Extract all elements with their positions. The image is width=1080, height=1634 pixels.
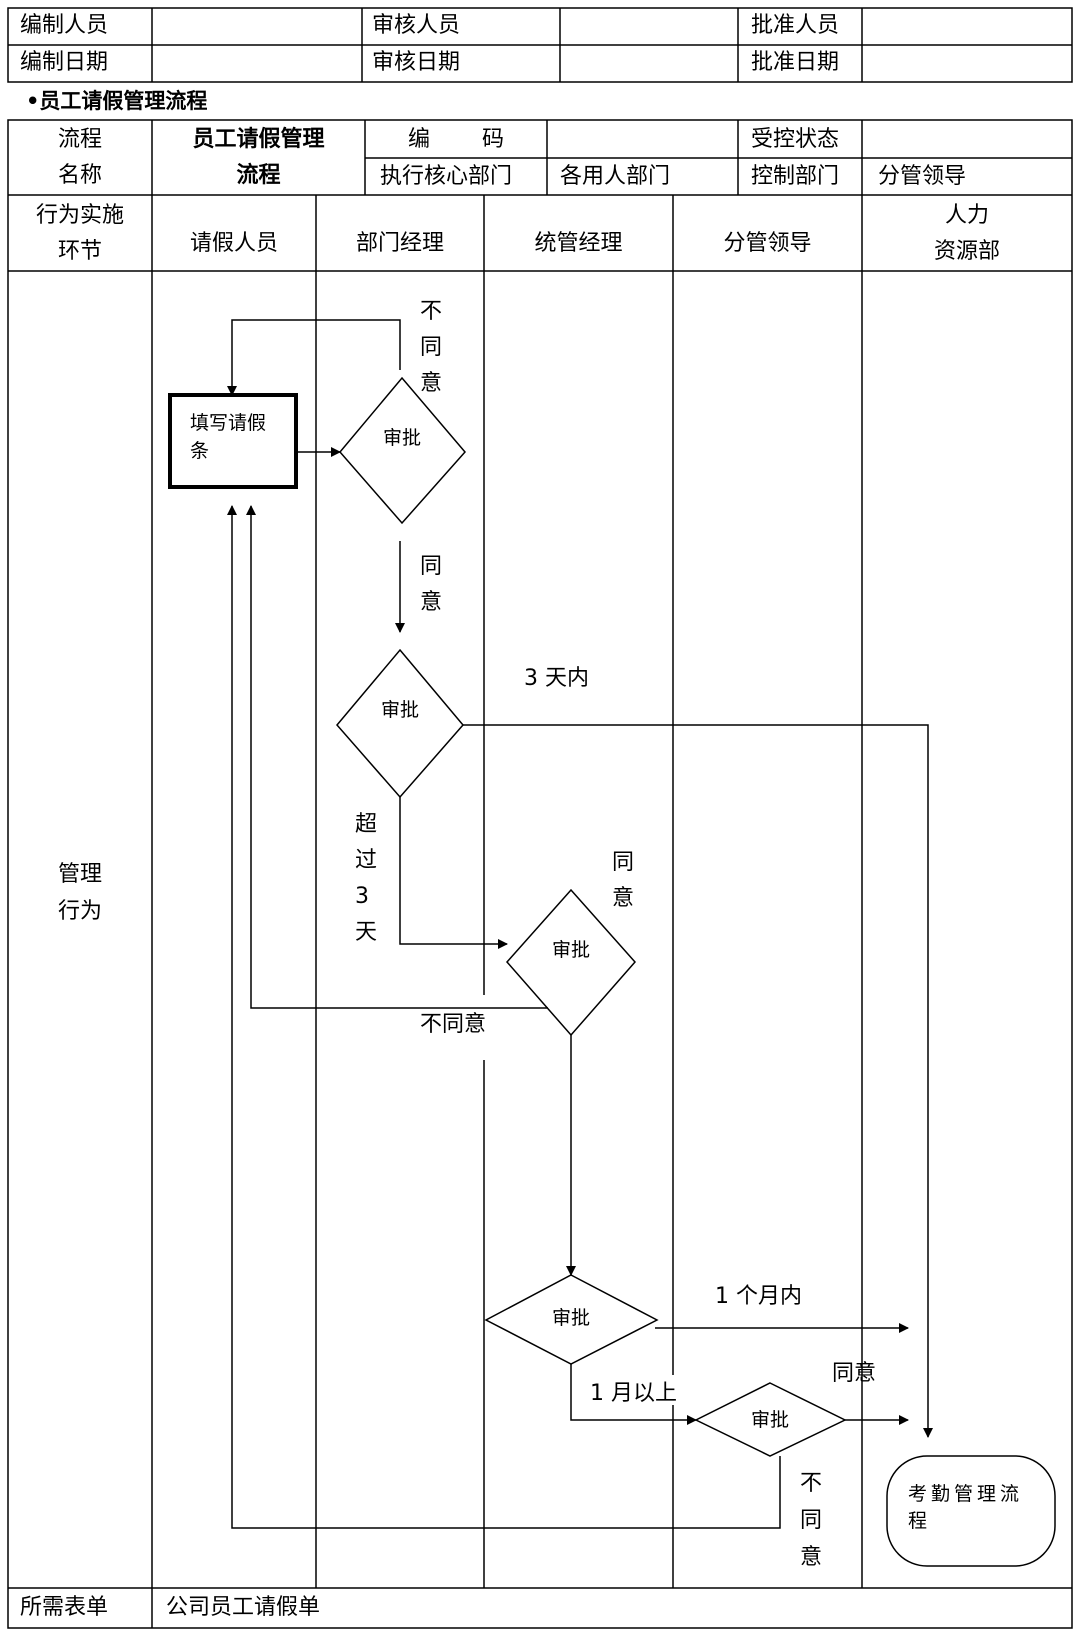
approve-label-1: 审批 (382, 427, 421, 449)
approve-date-label: 批准日期 (751, 50, 840, 75)
control-dept-value: 分管领导 (878, 164, 967, 189)
approve-diamond-2 (336, 648, 464, 799)
disagree-bottom-3: 意 (800, 1545, 823, 1570)
sign-table-grid (7, 7, 1073, 83)
control-dept-label: 控制部门 (751, 164, 840, 189)
disagree-mid: 不同意 (420, 1012, 487, 1037)
agree-1-b: 意 (420, 590, 443, 615)
disagree-top-1: 不 (420, 299, 443, 324)
end-box-text-1: 考勤管理流 (908, 1483, 1024, 1505)
over-3-days-2: 过 (355, 848, 378, 873)
over-3-days-4: 天 (355, 920, 378, 945)
over-3-days-1: 超 (355, 812, 378, 837)
col-hr-2: 资源部 (933, 239, 1000, 264)
compile-date-label: 编制日期 (20, 50, 109, 75)
approver-label: 批准人员 (751, 13, 840, 38)
col-general-manager: 统管经理 (534, 231, 623, 256)
approve-label-5: 审批 (750, 1409, 789, 1431)
forms-value: 公司员工请假单 (166, 1595, 321, 1620)
process-name-2: 流程 (236, 163, 281, 188)
disagree-top-3: 意 (420, 371, 443, 396)
over-1-month: 1 月以上 (590, 1381, 677, 1406)
code-label-1: 编 (408, 127, 431, 152)
approve-diamond-1 (339, 376, 466, 525)
disagree-bottom-1: 不 (800, 1471, 823, 1496)
compiler-label: 编制人员 (20, 13, 109, 38)
row-label-1: 管理 (57, 862, 102, 887)
agree-1-a: 同 (420, 554, 443, 579)
control-status-label: 受控状态 (751, 127, 840, 152)
start-box-text-1: 填写请假 (190, 412, 267, 434)
flow-shapes (168, 376, 1056, 1567)
process-name-label-2: 名称 (57, 163, 102, 188)
start-box (168, 393, 298, 489)
process-name-1: 员工请假管理 (192, 127, 325, 152)
col-dept-manager: 部门经理 (355, 231, 444, 256)
over-3-days-3: 3 (355, 884, 369, 909)
approve-label-3: 审批 (551, 939, 590, 961)
approve-label-4: 审批 (551, 1307, 590, 1329)
approve-diamond-3 (505, 888, 637, 1037)
row-label-2: 行为 (57, 899, 102, 924)
within-3-days: 3 天内 (524, 666, 589, 691)
end-box-text-2: 程 (908, 1510, 928, 1532)
disagree-bottom-2: 同 (800, 1508, 823, 1533)
agree-2-b: 意 (612, 886, 635, 911)
stage-header-1: 行为实施 (35, 203, 124, 228)
col-leader: 分管领导 (723, 231, 812, 256)
code-label-2: 码 (482, 127, 505, 152)
exec-dept-value: 各用人部门 (560, 164, 671, 189)
end-box (886, 1455, 1056, 1567)
process-name-label-1: 流程 (57, 127, 102, 152)
start-box-text-2: 条 (190, 440, 210, 462)
within-1-month: 1 个月内 (715, 1284, 802, 1309)
col-hr-1: 人力 (944, 203, 989, 228)
reviewer-label: 审核人员 (372, 13, 461, 38)
stage-header-2: 环节 (57, 239, 102, 264)
flow-connectors (227, 319, 933, 1529)
process-table-grid (7, 119, 1073, 1629)
section-title: •员工请假管理流程 (26, 89, 208, 113)
exec-dept-label: 执行核心部门 (380, 164, 513, 189)
agree-final: 同意 (832, 1361, 877, 1386)
disagree-top-2: 同 (420, 335, 443, 360)
review-date-label: 审核日期 (372, 50, 461, 75)
approve-diamond-5 (694, 1382, 847, 1457)
agree-2-a: 同 (612, 850, 635, 875)
approve-label-2: 审批 (380, 699, 419, 721)
col-applicant: 请假人员 (189, 231, 278, 256)
forms-label: 所需表单 (20, 1595, 109, 1620)
